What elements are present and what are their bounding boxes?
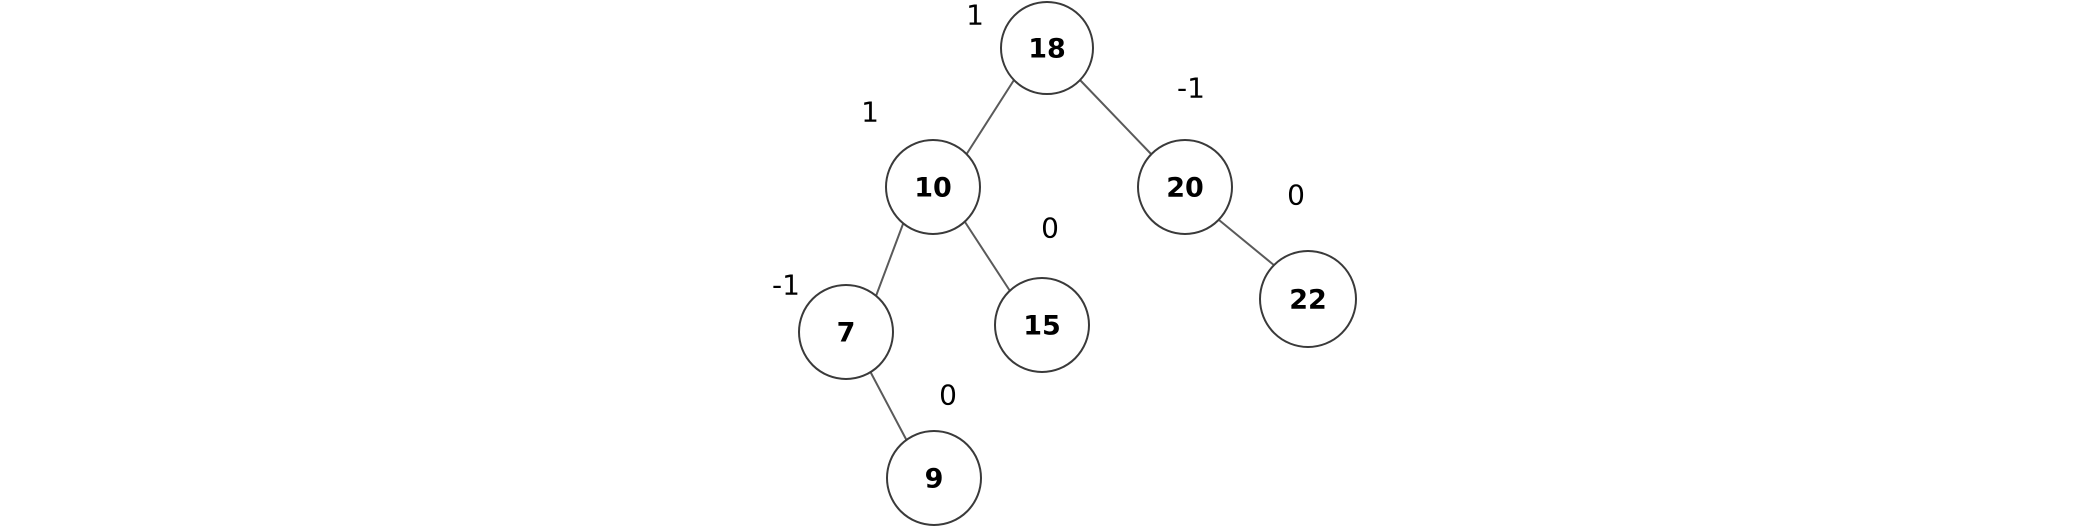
tree-node-22[interactable]: 22 <box>1259 250 1357 348</box>
tree-node-20[interactable]: 20 <box>1137 139 1233 235</box>
balance-factor-label-9: 0 <box>939 379 957 412</box>
balance-factor-label-7: -1 <box>772 269 800 302</box>
node-key-label-9: 9 <box>925 464 944 495</box>
tree-edge-n10-to-n15 <box>964 221 1011 292</box>
node-key-label-18: 18 <box>1028 34 1066 65</box>
balance-factor-label-10: 1 <box>861 96 879 129</box>
node-key-label-15: 15 <box>1023 311 1061 342</box>
balance-factor-label-20: -1 <box>1177 72 1205 105</box>
tree-node-7[interactable]: 7 <box>798 284 894 380</box>
balance-factor-label-22: 0 <box>1287 179 1305 212</box>
node-circle-15[interactable] <box>994 277 1090 373</box>
node-circle-18[interactable] <box>1000 1 1094 95</box>
tree-edges-group <box>870 79 1276 442</box>
node-circle-22[interactable] <box>1259 250 1357 348</box>
tree-node-9[interactable]: 9 <box>886 430 982 526</box>
balance-factor-labels-group: 1 1 -1 -1 0 0 0 <box>772 0 1305 412</box>
tree-edge-n18-to-n20 <box>1079 79 1153 156</box>
tree-edge-n18-to-n10 <box>965 79 1015 156</box>
tree-node-18[interactable]: 18 <box>1000 1 1094 95</box>
tree-node-15[interactable]: 15 <box>994 277 1090 373</box>
node-circle-9[interactable] <box>886 430 982 526</box>
balance-factor-label-15: 0 <box>1041 212 1059 245</box>
node-circle-10[interactable] <box>885 139 981 235</box>
node-circle-7[interactable] <box>798 284 894 380</box>
node-key-label-7: 7 <box>837 318 856 349</box>
tree-node-10[interactable]: 10 <box>885 139 981 235</box>
node-key-label-22: 22 <box>1289 285 1327 316</box>
balance-factor-label-18: 1 <box>966 0 984 32</box>
node-circle-20[interactable] <box>1137 139 1233 235</box>
node-key-label-10: 10 <box>914 173 952 204</box>
tree-edge-n20-to-n22 <box>1218 219 1276 267</box>
tree-edge-n10-to-n7 <box>875 223 904 297</box>
node-key-label-20: 20 <box>1166 173 1204 204</box>
tree-edge-n7-to-n9 <box>870 372 908 442</box>
